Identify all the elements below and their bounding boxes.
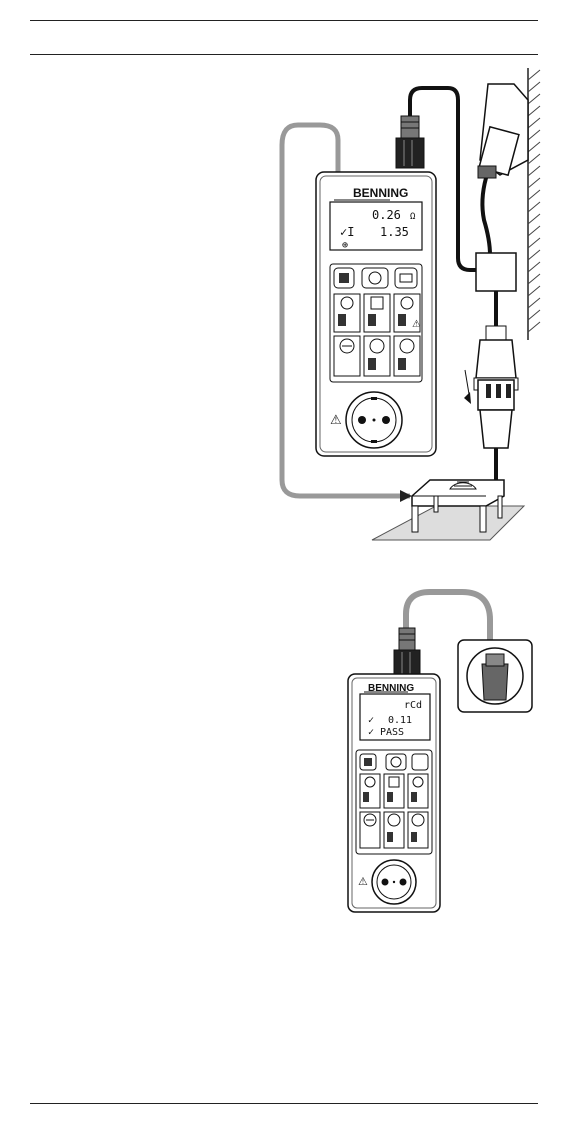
lcd-line2-value: 1.35 (380, 225, 409, 239)
lcd-line2-check: ✓I (340, 225, 354, 239)
warning-icon: ⚠ (412, 319, 421, 330)
mains-socket-icon (346, 392, 402, 448)
top-buttons-row (334, 268, 417, 288)
tester-device-2: BENNING rCd ✓ 0.11 ✓ PASS (348, 674, 440, 912)
lcd-line1-value: 0.26 (372, 208, 401, 222)
cable-plug-2 (394, 628, 420, 676)
lcd-line1-unit: Ω (410, 212, 416, 222)
cable-strain-relief (396, 116, 424, 168)
socket-warning-icon: ⚠ (330, 412, 342, 427)
figure-1-protective-conductor-test: BENNING 0.26 Ω ✓I 1.35 ⊕ (282, 68, 540, 540)
lcd2-line1-value: rCd (404, 700, 422, 711)
tester-device-1: BENNING 0.26 Ω ✓I 1.35 ⊕ (316, 172, 436, 456)
wall-socket-icon (458, 640, 532, 712)
wall-hatching (528, 68, 540, 340)
junction-box (476, 253, 516, 291)
lcd2-line3-value: PASS (380, 727, 404, 738)
bottom-buttons-row (334, 336, 420, 376)
probe-tip (400, 490, 412, 502)
socket-warning-icon-2: ⚠ (358, 876, 368, 888)
leakage-test-button-2[interactable] (412, 754, 428, 770)
brand-logo: BENNING (353, 186, 408, 200)
lcd2-line2-value: 0.11 (388, 715, 412, 726)
lcd-status-symbol: ⊕ (342, 240, 348, 251)
lcd2-line2-check: ✓ (368, 715, 374, 726)
cee-plug-icon (478, 84, 528, 178)
mid-buttons-row (334, 294, 420, 332)
grounded-table-icon (372, 480, 524, 540)
figure-2-rcd-test: BENNING rCd ✓ 0.11 ✓ PASS (348, 592, 532, 912)
lcd2-line3-check: ✓ (368, 727, 374, 738)
mains-socket-icon-2 (372, 860, 416, 904)
cee-coupler (464, 326, 518, 448)
